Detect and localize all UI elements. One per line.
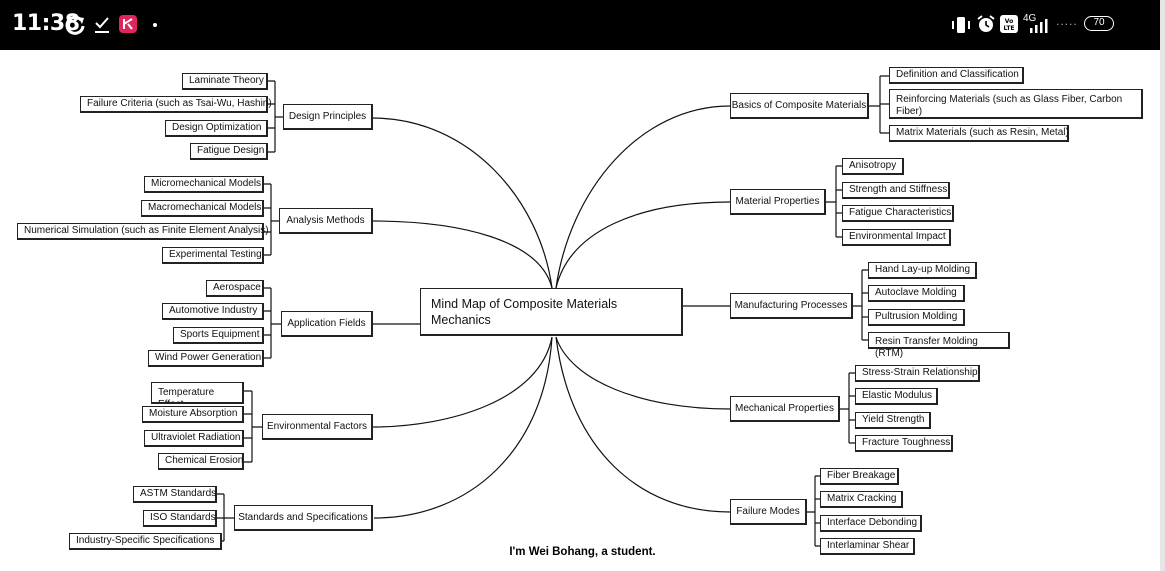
- leaf-node: Ultraviolet Radiation: [144, 430, 244, 447]
- sync-icon: [65, 15, 85, 35]
- leaf-node: Anisotropy: [842, 158, 904, 175]
- leaf-node: Fracture Toughness: [855, 435, 953, 452]
- leaf-node: Yield Strength: [855, 412, 931, 429]
- svg-text:LTE: LTE: [1003, 25, 1014, 32]
- leaf-node: Hand Lay-up Molding: [868, 262, 977, 279]
- branch-analysis-methods: Analysis Methods: [279, 208, 373, 234]
- branch-failure-modes: Failure Modes: [730, 499, 807, 525]
- app-badge-icon: [119, 15, 137, 33]
- leaf-node: Reinforcing Materials (such as Glass Fib…: [889, 89, 1143, 119]
- leaf-node: Moisture Absorption: [142, 406, 244, 423]
- alarm-icon: [977, 15, 995, 32]
- leaf-node: Matrix Cracking: [820, 491, 903, 508]
- leaf-node: Interface Debonding: [820, 515, 922, 532]
- vibrate-icon: [952, 17, 970, 33]
- leaf-node: Environmental Impact: [842, 229, 951, 246]
- signal-icon: [1030, 19, 1048, 33]
- leaf-node: Resin Transfer Molding (RTM): [868, 332, 1010, 359]
- leaf-node: Fiber Breakage: [820, 468, 899, 485]
- branch-mechanical-properties: Mechanical Properties: [730, 396, 840, 422]
- leaf-node: Pultrusion Molding: [868, 309, 965, 326]
- battery-level: 70: [1093, 17, 1105, 28]
- leaf-node: Macromechanical Models: [141, 200, 264, 217]
- leaf-node: Sports Equipment: [173, 327, 264, 344]
- svg-text:Vo: Vo: [1005, 18, 1013, 25]
- leaf-node: Interlaminar Shear: [820, 538, 915, 555]
- leaf-node: Aerospace: [206, 280, 264, 297]
- dot-icon: [153, 23, 157, 27]
- branch-application-fields: Application Fields: [281, 311, 373, 337]
- leaf-node: Laminate Theory: [182, 73, 268, 90]
- branch-environmental-factors: Environmental Factors: [262, 414, 373, 440]
- leaf-node: Elastic Modulus: [855, 388, 938, 405]
- leaf-node: Wind Power Generation: [148, 350, 264, 367]
- status-bar: 11:38 Vo LTE 4G ..... 70: [0, 0, 1160, 50]
- leaf-node: Chemical Erosion: [158, 453, 244, 470]
- leaf-node: Matrix Materials (such as Resin, Metal): [889, 125, 1069, 142]
- leaf-node: Failure Criteria (such as Tsai-Wu, Hashi…: [80, 96, 272, 113]
- leaf-node: Automotive Industry: [162, 303, 264, 320]
- volte-icon: Vo LTE: [1000, 15, 1018, 33]
- leaf-node: ISO Standards: [143, 510, 217, 527]
- leaf-node: Experimental Testing: [162, 247, 264, 264]
- leaf-node: Industry-Specific Specifications: [69, 533, 222, 550]
- caption-text: I'm Wei Bohang, a student.: [509, 546, 656, 558]
- branch-manufacturing-processes: Manufacturing Processes: [730, 293, 853, 319]
- leaf-node: Fatigue Design: [190, 143, 268, 160]
- signal-dots-icon: .....: [1056, 14, 1078, 28]
- leaf-node: Micromechanical Models: [144, 176, 264, 193]
- branch-standards-specifications: Standards and Specifications: [234, 505, 373, 531]
- branch-design-principles: Design Principles: [283, 104, 373, 130]
- leaf-node: Temperature Effect: [151, 382, 244, 404]
- branch-basics-composite: Basics of Composite Materials: [730, 93, 869, 119]
- network-type: 4G: [1023, 13, 1037, 24]
- battery-icon: 70: [1084, 16, 1114, 31]
- leaf-node: Definition and Classification: [889, 67, 1024, 84]
- leaf-node: Stress-Strain Relationship: [855, 365, 980, 382]
- leaf-node: ASTM Standards: [133, 486, 217, 503]
- frame-edge: [1160, 0, 1165, 571]
- leaf-node: Strength and Stiffness: [842, 182, 950, 199]
- leaf-node: Design Optimization: [165, 120, 268, 137]
- leaf-node: Autoclave Molding: [868, 285, 965, 302]
- leaf-node: Fatigue Characteristics: [842, 205, 954, 222]
- branch-material-properties: Material Properties: [730, 189, 826, 215]
- mindmap-root: Mind Map of Composite Materials Mechanic…: [420, 288, 683, 336]
- leaf-node: Numerical Simulation (such as Finite Ele…: [17, 223, 269, 240]
- check-icon: [95, 17, 109, 33]
